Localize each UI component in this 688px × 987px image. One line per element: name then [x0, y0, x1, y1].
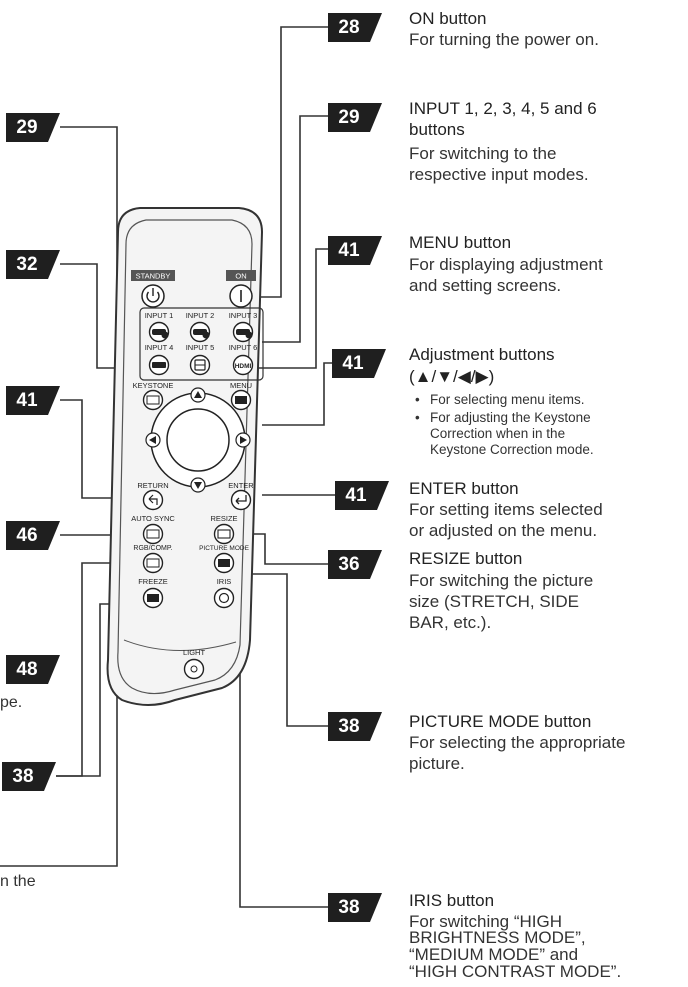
- page-badge-return: 41: [6, 386, 60, 415]
- bullet-item-cont: Correction when in the: [430, 426, 566, 441]
- iris-button-title: IRIS button: [409, 891, 495, 910]
- enter-button-title: ENTER button: [409, 479, 519, 498]
- input1-button[interactable]: [148, 321, 170, 343]
- page-badge-menu: 41: [328, 236, 382, 265]
- menu-button-desc: and setting screens.: [409, 276, 562, 295]
- menu-label: MENU: [230, 381, 252, 390]
- picture-mode-label: PICTURE MODE: [199, 545, 250, 552]
- input3-button[interactable]: [232, 321, 254, 343]
- input-buttons-desc: For switching to the: [409, 144, 557, 163]
- bullet-item-cont: Keystone Correction mode.: [430, 442, 594, 457]
- input5-label: INPUT 5: [186, 343, 215, 352]
- enter-label: ENTER: [228, 481, 254, 490]
- input2-label: INPUT 2: [186, 311, 215, 320]
- standby-label: STANDBY: [136, 272, 171, 281]
- freeze-button[interactable]: [142, 587, 164, 609]
- page-badge-enter: 41: [335, 481, 389, 510]
- page-badge-adjustment: 41: [332, 349, 386, 378]
- iris-button-desc: “HIGH CONTRAST MODE”.: [409, 962, 622, 981]
- iris-label: IRIS: [217, 577, 232, 586]
- light-label: LIGHT: [183, 648, 206, 657]
- page-badge-iris: 38: [328, 893, 382, 922]
- on-button-desc: For turning the power on.: [409, 30, 599, 49]
- bullet-item: •For adjusting the Keystone: [415, 410, 591, 425]
- iris-button[interactable]: [213, 587, 235, 609]
- on-button-title: ON button: [409, 9, 487, 28]
- input6-label: INPUT 6: [229, 343, 258, 352]
- picture-mode-desc: For selecting the appropriate: [409, 733, 626, 752]
- enter-button-desc: For setting items selected: [409, 500, 603, 519]
- page-badge-standby: 29: [6, 113, 60, 142]
- enter-button-desc: or adjusted on the menu.: [409, 521, 598, 540]
- light-button[interactable]: [183, 658, 205, 680]
- menu-button[interactable]: [230, 389, 252, 411]
- keystone-button[interactable]: [142, 389, 164, 411]
- input4-button[interactable]: [148, 354, 170, 376]
- input6-hdmi-button[interactable]: HDMI: [232, 354, 254, 376]
- input1-label: INPUT 1: [145, 311, 174, 320]
- adjustment-buttons-arrows: (▲/▼/◀/▶): [409, 367, 495, 386]
- input-buttons-title-cont: buttons: [409, 120, 465, 139]
- iris-button-desc: BRIGHTNESS MODE”,: [409, 928, 586, 947]
- page-badge-freeze: 38: [2, 762, 56, 791]
- page-badge-rgb: 48: [6, 655, 60, 684]
- picture-mode-title: PICTURE MODE button: [409, 712, 592, 731]
- resize-button-desc: For switching the picture: [409, 571, 594, 590]
- hdmi-label: HDMI: [235, 363, 252, 370]
- menu-button-title: MENU button: [409, 233, 512, 252]
- rgb-comp-button[interactable]: [142, 552, 164, 574]
- input4-label: INPUT 4: [145, 343, 174, 352]
- resize-button-desc: BAR, etc.).: [409, 613, 492, 632]
- input2-button[interactable]: [189, 321, 211, 343]
- cut-text-fragment: n the: [0, 873, 36, 890]
- input-buttons-desc: respective input modes.: [409, 165, 589, 184]
- input-buttons-title: INPUT 1, 2, 3, 4, 5 and 6: [409, 99, 597, 118]
- on-button[interactable]: [229, 284, 253, 308]
- standby-button[interactable]: [141, 284, 165, 308]
- page-badge-autosync: 46: [6, 521, 60, 550]
- picture-mode-button[interactable]: [213, 552, 235, 574]
- page-badge-picture-mode: 38: [328, 712, 382, 741]
- resize-button-desc: size (STRETCH, SIDE: [409, 592, 580, 611]
- resize-label: RESIZE: [210, 514, 237, 523]
- autosync-button[interactable]: [142, 523, 164, 545]
- adjustment-dpad[interactable]: [145, 387, 251, 493]
- autosync-label: AUTO SYNC: [131, 514, 175, 523]
- picture-mode-desc: picture.: [409, 754, 465, 773]
- on-label: ON: [235, 272, 246, 281]
- bullet-item: •For selecting menu items.: [415, 392, 585, 407]
- adjustment-buttons-title: Adjustment buttons: [409, 345, 555, 364]
- return-button[interactable]: [142, 489, 164, 511]
- menu-button-desc: For displaying adjustment: [409, 255, 603, 274]
- keystone-label: KEYSTONE: [133, 381, 174, 390]
- rgb-label: RGB/COMP.: [133, 545, 172, 552]
- page-badge-keystone: 32: [6, 250, 60, 279]
- iris-button-desc: “MEDIUM MODE” and: [409, 945, 579, 964]
- cut-text-fragment: pe.: [0, 694, 23, 711]
- input3-label: INPUT 3: [229, 311, 258, 320]
- page-badge-resize: 36: [328, 550, 382, 579]
- input5-button[interactable]: [189, 354, 211, 376]
- enter-button[interactable]: [230, 489, 252, 511]
- page-badge-on: 28: [328, 13, 382, 42]
- return-label: RETURN: [137, 481, 168, 490]
- freeze-label: FREEZE: [138, 577, 168, 586]
- page-badge-input: 29: [328, 103, 382, 132]
- iris-button-desc: For switching “HIGH: [409, 912, 563, 931]
- resize-button[interactable]: [213, 523, 235, 545]
- resize-button-title: RESIZE button: [409, 549, 523, 568]
